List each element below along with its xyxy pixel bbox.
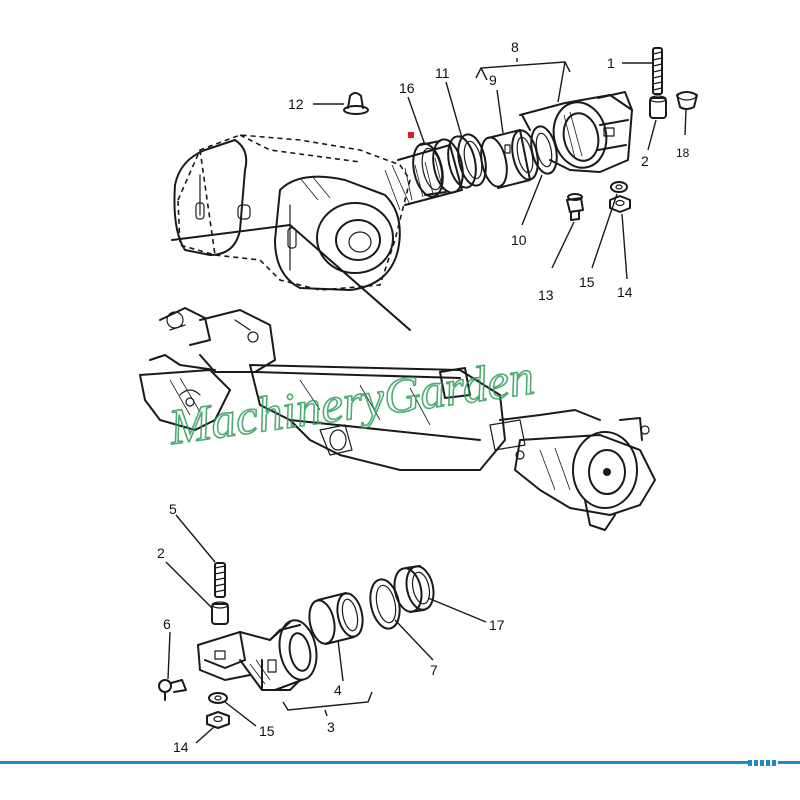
part-12-grease-cap (343, 92, 369, 115)
red-marker (408, 132, 414, 138)
callout-17: 17 (489, 617, 505, 633)
part-2-spacer-bottom (211, 601, 229, 625)
front-axle-assembly (139, 307, 656, 531)
callout-14-top: 14 (617, 284, 633, 300)
leader-lines (165, 58, 687, 744)
part-4-sleeve (308, 592, 364, 645)
part-15-washer-top (610, 181, 628, 193)
part-5-stud (214, 562, 226, 598)
callout-6: 6 (163, 616, 171, 632)
callout-16: 16 (399, 80, 415, 96)
callout-8: 8 (511, 39, 519, 55)
callout-15-top: 15 (579, 274, 595, 290)
callout-14-bottom: 14 (173, 739, 189, 755)
callout-1: 1 (607, 55, 615, 71)
callout-5: 5 (169, 501, 177, 517)
callout-2-top: 2 (641, 153, 649, 169)
callout-4: 4 (334, 682, 342, 698)
callout-2-bottom: 2 (157, 545, 165, 561)
part-14-nut-top (609, 195, 631, 213)
callout-labels: 1 2 8 9 10 11 12 13 14 15 16 18 2 3 4 5 … (157, 39, 690, 755)
part-16-seal (412, 138, 464, 198)
brand-mark-icon (748, 760, 778, 766)
part-8-bracket (519, 91, 633, 173)
part-11-bush (447, 133, 487, 189)
part-1-stud (652, 47, 663, 95)
axle-housing-end (171, 134, 411, 331)
callout-3: 3 (327, 719, 335, 735)
callout-10: 10 (511, 232, 527, 248)
callout-18: 18 (676, 146, 690, 160)
part-13-grease-nipple (566, 193, 584, 221)
part-14-nut-bottom (206, 711, 230, 729)
callout-7: 7 (430, 662, 438, 678)
part-17-bush (393, 565, 435, 613)
watermark-text: MachineryGarden (165, 348, 538, 455)
part-3-bracket (197, 619, 318, 691)
part-15-washer-bottom (208, 692, 228, 704)
part-6-grease-nipple (158, 679, 187, 701)
callout-11: 11 (435, 65, 450, 81)
callout-9: 9 (489, 72, 497, 88)
part-18-cap (676, 91, 698, 110)
bottom-rule (0, 761, 800, 764)
part-2-spacer-top (649, 95, 667, 119)
callout-13: 13 (538, 287, 554, 303)
callout-15-bottom: 15 (259, 723, 275, 739)
part-9-sleeve (480, 129, 539, 189)
callout-12: 12 (288, 96, 304, 112)
